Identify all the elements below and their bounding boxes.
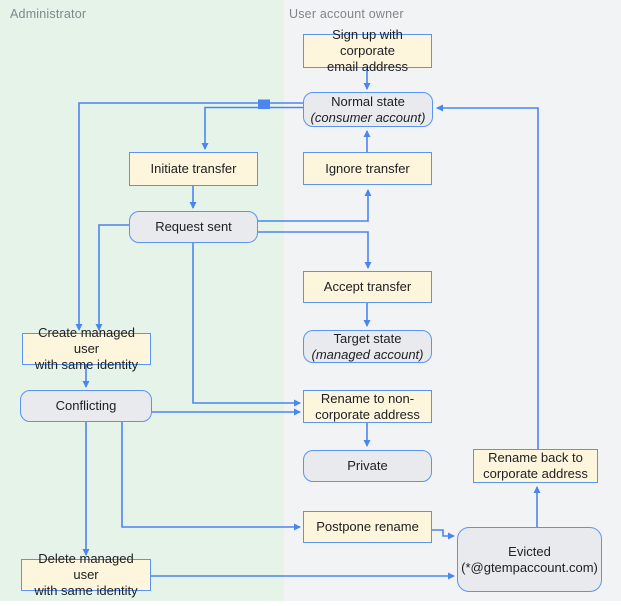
node-create-managed-user: Create managed user with same identity [22,325,151,372]
node-label-line: Sign up with corporate [332,27,403,59]
node-postpone-rename: Postpone rename [303,511,432,543]
node-evicted: Evicted (*@gtempaccount.com) [457,527,602,592]
node-label-line: corporate address [483,466,588,481]
node-label-line: Rename to non- [320,390,415,406]
node-label-line: Postpone rename [316,519,419,535]
node-label-line: Ignore transfer [325,160,410,176]
node-sublabel-line: (*@gtempaccount.com) [461,559,598,575]
node-label-line: with same identity [34,356,139,372]
node-label-line: Request sent [155,219,232,235]
node-label-line: Create managed user [38,325,135,357]
node-label-line: with same identity [34,582,138,598]
lane-administrator [0,0,284,601]
node-label-line: Normal state [331,93,405,109]
node-rename-to-non-corporate: Rename to non- corporate address [303,390,432,423]
node-request-sent: Request sent [129,211,258,243]
node-label-line: Accept transfer [323,279,412,295]
node-accept-transfer: Accept transfer [303,271,432,303]
node-conflicting: Conflicting [20,390,152,422]
node-sign-up-with-corporate-email: Sign up with corporate email address [303,27,432,74]
node-sublabel-line: (consumer account) [310,109,426,125]
node-rename-back-to-corporate: Rename back to corporate address [473,449,598,483]
lane-title-user-account-owner: User account owner [289,7,404,21]
node-normal-state: Normal state (consumer account) [303,92,433,127]
node-label-line: Initiate transfer [150,161,237,177]
node-sublabel-line: (managed account) [311,346,424,362]
node-delete-managed-user: Delete managed user with same identity [21,551,151,598]
node-ignore-transfer: Ignore transfer [303,152,432,185]
node-label-line: Rename back to [488,450,583,466]
node-label-line: corporate address [315,406,420,422]
node-label-line: Conflicting [55,398,117,414]
node-label-line: Target state [333,330,402,346]
node-label-line: Evicted [508,543,551,559]
node-label-line: email address [327,58,408,74]
node-private: Private [303,450,432,482]
node-label-line: Private [347,458,388,474]
node-label-line: Delete managed user [38,551,134,583]
node-initiate-transfer: Initiate transfer [129,152,258,186]
lane-title-administrator: Administrator [10,7,87,21]
node-target-state: Target state (managed account) [303,330,432,363]
